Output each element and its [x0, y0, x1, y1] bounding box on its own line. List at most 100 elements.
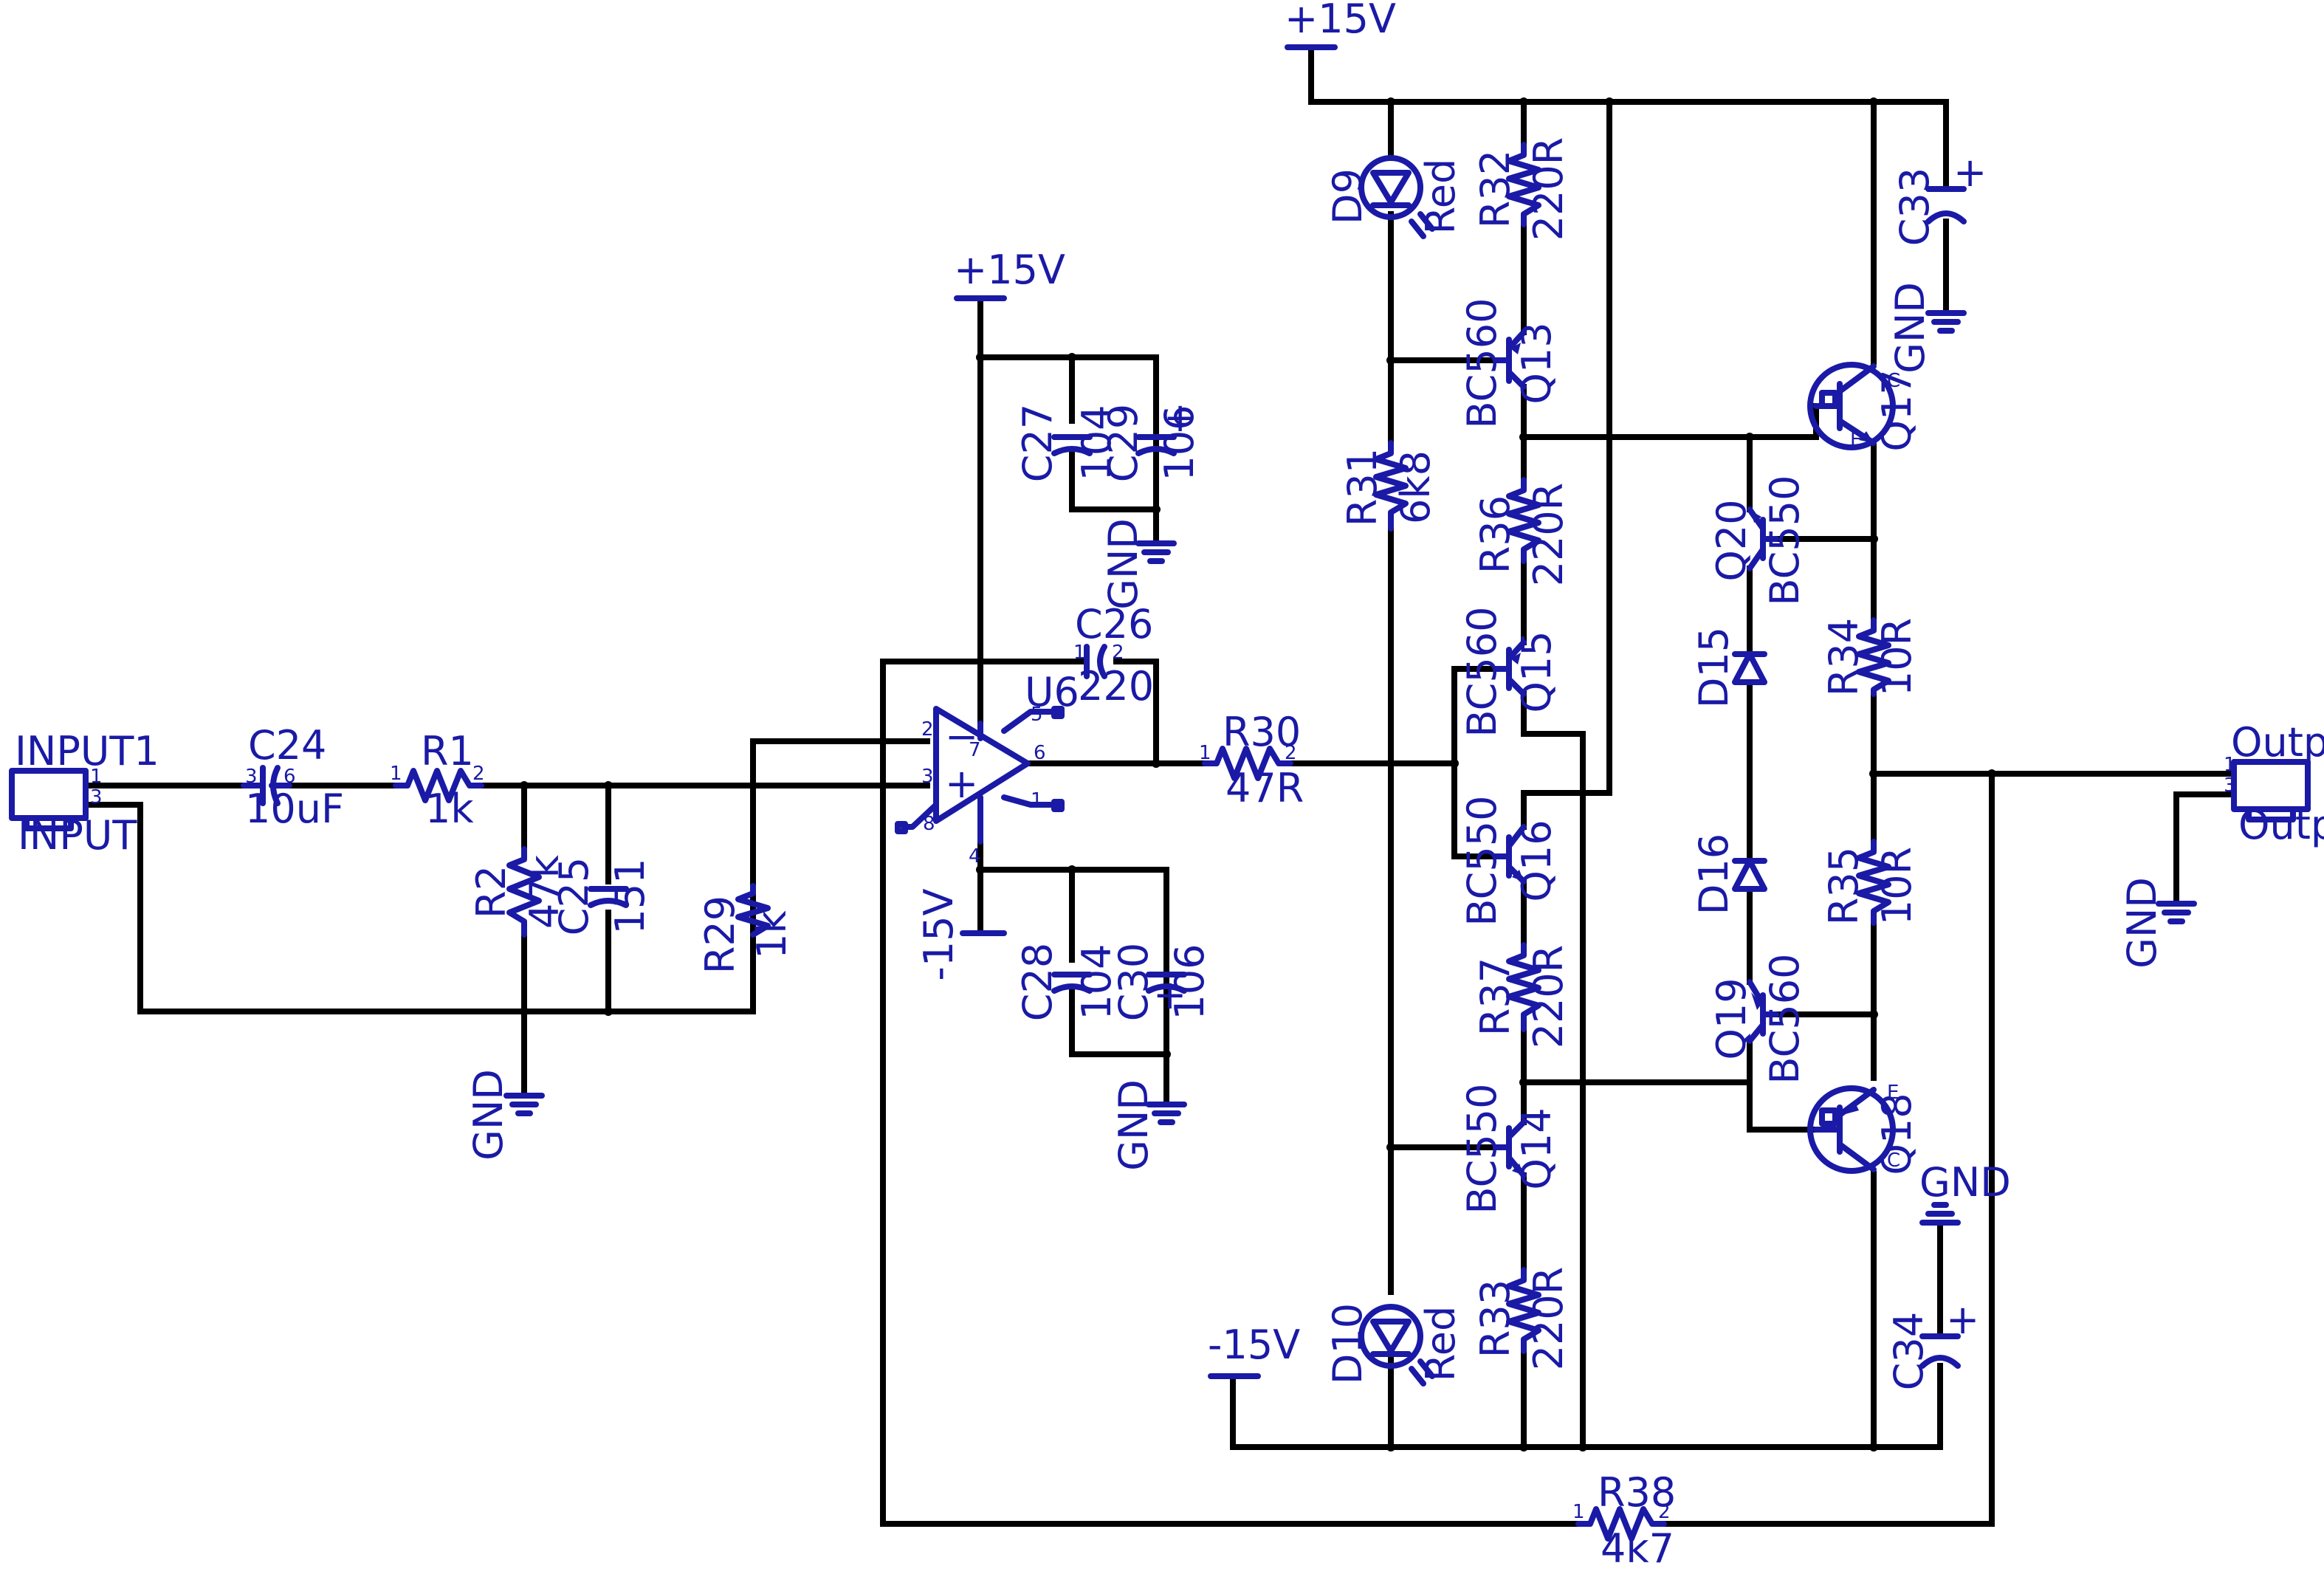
power-plus15-top: +15V	[1285, 0, 1396, 50]
q14-ref: Q14	[1513, 1107, 1560, 1189]
svg-text:8: 8	[923, 813, 935, 835]
capacitor-c24: C24 10uF 3 6	[241, 722, 344, 832]
r38-value: 4k7	[1601, 1525, 1674, 1572]
transistor-q19: Q19 BC560	[1708, 954, 1808, 1085]
d9-value: Red	[1417, 159, 1464, 235]
r30-value: 47R	[1225, 765, 1304, 811]
c24-value: 10uF	[245, 786, 344, 832]
capacitor-c29: + C29 106	[1100, 394, 1203, 482]
d10-value: Red	[1417, 1306, 1464, 1382]
q13-value: BC560	[1459, 298, 1505, 429]
r31-value: 6k8	[1392, 450, 1439, 524]
gnd-input-label: GND	[465, 1069, 512, 1161]
svg-text:E: E	[1887, 1082, 1899, 1104]
c30-ref: C30	[1110, 943, 1157, 1021]
resistor-r34: R34 10R	[1821, 617, 1920, 697]
input-name: INPUT	[18, 812, 137, 859]
diode-d16: D16	[1691, 834, 1767, 915]
rail-plus15-opamp: +15V	[954, 247, 1065, 293]
svg-text:2: 2	[921, 718, 934, 741]
q14-value: BC550	[1459, 1084, 1505, 1214]
r35-ref: R35	[1821, 847, 1867, 925]
svg-text:+: +	[1953, 149, 1987, 196]
r31-ref: R31	[1339, 448, 1386, 526]
r2-value: 47k	[521, 854, 568, 929]
r29-value: 1k	[749, 910, 795, 958]
q15-ref: Q15	[1513, 631, 1560, 712]
rail-minus15-bottom: -15V	[1208, 1322, 1300, 1368]
svg-text:3: 3	[921, 766, 934, 788]
r32-ref: R32	[1472, 150, 1519, 228]
c26-value: 220	[1078, 663, 1154, 710]
junctions	[520, 97, 1996, 1451]
c26-ref: C26	[1075, 601, 1153, 647]
capacitor-c26: C26 220 1 2	[1073, 601, 1154, 710]
rail-minus15-opamp: -15V	[915, 888, 962, 980]
resistor-r36: R36 220R	[1472, 477, 1572, 587]
c25-value: 151	[607, 858, 653, 934]
svg-text:3: 3	[245, 766, 258, 788]
ground-c34: GND	[1919, 1159, 2011, 1226]
r34-value: 10R	[1874, 618, 1920, 696]
q17-ref: Q17	[1874, 369, 1920, 451]
ground-output: GND	[2119, 877, 2197, 969]
r32-value: 220R	[1525, 137, 1572, 241]
capacitor-c34: + C34	[1885, 1296, 1979, 1390]
input-connector: INPUT1 INPUT 13	[9, 728, 159, 859]
svg-text:2: 2	[1658, 1501, 1671, 1523]
ground-c28: GND	[1110, 1079, 1187, 1171]
r2-ref: R2	[468, 865, 515, 918]
r37-ref: R37	[1472, 958, 1519, 1036]
gnd-c34-label: GND	[1919, 1159, 2011, 1206]
r1-ref: R1	[421, 728, 474, 774]
svg-text:1: 1	[90, 766, 103, 788]
r34-ref: R34	[1821, 618, 1867, 696]
q20-ref: Q20	[1708, 499, 1755, 581]
svg-text:1: 1	[1572, 1501, 1585, 1523]
output-connector: Output2 Output 13	[2224, 719, 2324, 848]
svg-text:5: 5	[1031, 704, 1043, 726]
input-ref: INPUT1	[15, 728, 159, 774]
r36-value: 220R	[1525, 483, 1572, 587]
svg-text:3: 3	[90, 786, 103, 808]
gnd-output-label: GND	[2119, 877, 2165, 969]
r38-ref: R38	[1598, 1469, 1676, 1516]
svg-text:E: E	[1850, 429, 1862, 451]
transistor-q20: Q20 BC550	[1708, 475, 1808, 606]
svg-text:6: 6	[1034, 742, 1046, 764]
transistor-q16: BC550 Q16	[1459, 796, 1560, 927]
q16-value: BC550	[1459, 796, 1505, 927]
r35-value: 10R	[1874, 847, 1920, 925]
svg-text:6: 6	[283, 766, 296, 788]
output-ref: Output2	[2231, 719, 2324, 766]
svg-text:2: 2	[1112, 642, 1124, 664]
d15-ref: D15	[1691, 627, 1737, 708]
output-name: Output	[2238, 802, 2324, 848]
svg-text:4: 4	[969, 845, 981, 867]
ground-input: GND	[465, 1069, 545, 1161]
c34-ref: C34	[1885, 1312, 1932, 1390]
c28-value: 104	[1073, 944, 1120, 1020]
resistor-r2: R2 47k	[468, 846, 568, 938]
gnd-c27-label: GND	[1100, 518, 1146, 610]
power-minus15-bottom: -15V	[1208, 1322, 1300, 1379]
q15-value: BC560	[1459, 607, 1505, 738]
q16-ref: Q16	[1513, 820, 1560, 901]
transistor-q15: BC560 Q15	[1459, 607, 1560, 738]
c24-ref: C24	[248, 722, 326, 769]
svg-text:C: C	[1887, 1150, 1900, 1172]
svg-text:1: 1	[1031, 789, 1043, 811]
c25-ref: C25	[551, 857, 597, 935]
d16-ref: D16	[1691, 834, 1737, 915]
ground-c33: GND	[1887, 282, 1967, 374]
opamp-u6: − + U6 23 74 65 18	[895, 669, 1079, 867]
resistor-r35: R35 10R	[1821, 839, 1920, 926]
svg-text:1: 1	[1073, 642, 1086, 664]
c29-value: 106	[1156, 405, 1203, 481]
ground-c27: GND	[1100, 518, 1177, 610]
resistor-r33: R33 220R	[1472, 1267, 1572, 1371]
diode-d15: D15	[1691, 627, 1767, 708]
c33-ref: C33	[1891, 168, 1938, 246]
